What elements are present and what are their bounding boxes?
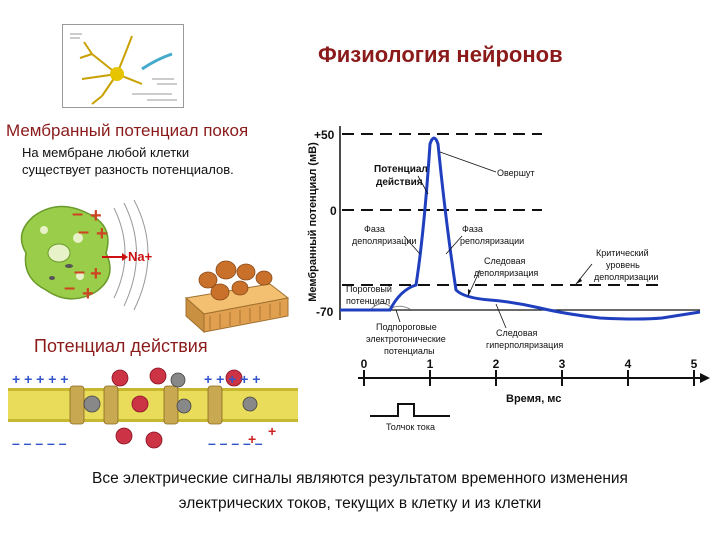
svg-text:+: + [268, 423, 276, 439]
label-threshold-1: Пороговый [346, 284, 392, 294]
x-axis-label: Время, мс [506, 393, 561, 405]
resting-text-line2: существует разность потенциалов. [22, 162, 234, 177]
stimulus-label: Толчок тока [386, 422, 435, 432]
y-tick-minus70: -70 [316, 305, 334, 319]
label-critical-2: уровень [606, 260, 640, 270]
x-tick-4: 4 [625, 357, 632, 371]
y-tick-plus50: +50 [314, 128, 335, 142]
label-subthreshold-2: электротонические [366, 334, 446, 344]
svg-text:–: – [72, 203, 83, 225]
resting-potential-title: Мембранный потенциал покоя [6, 121, 249, 140]
resting-text-line1: На мембране любой клетки [22, 145, 190, 160]
label-action-potential-2: действия [376, 177, 423, 188]
label-repol-phase-2: реполяризации [460, 236, 524, 246]
x-tick-0: 0 [361, 357, 368, 371]
label-depol-phase-2: деполяризации [352, 236, 416, 246]
svg-text:– – – – –: – – – – – [208, 435, 263, 451]
label-subthreshold-3: потенциалы [384, 346, 435, 356]
ion-channels-illustration: + + + + + + + + + + – – – – – – – – – – … [8, 367, 298, 451]
neuron-thumbnail [62, 24, 184, 108]
svg-text:+: + [90, 205, 102, 227]
svg-text:–: – [74, 261, 85, 283]
label-threshold-2: потенциал [346, 296, 390, 306]
action-potential-title: Потенциал действия [34, 336, 208, 356]
page-title: Физиология нейронов [318, 42, 563, 67]
x-tick-2: 2 [493, 357, 500, 371]
svg-text:–: – [64, 277, 75, 299]
footer-text: Все электрические сигналы являются резул… [20, 466, 700, 516]
action-potential-graph: Мембранный потенциал (мВ) +50 0 -70 Поте… [307, 126, 710, 432]
label-trace-depol-2: деполяризация [474, 268, 538, 278]
svg-text:– – – – –: – – – – – [12, 435, 67, 451]
x-tick-5: 5 [691, 357, 698, 371]
x-tick-3: 3 [559, 357, 566, 371]
x-tick-1: 1 [427, 357, 434, 371]
cell-illustration: –+ –+ –+ –+ [20, 199, 149, 310]
y-axis-label: Мембранный потенциал (мВ) [307, 142, 319, 302]
label-trace-hyper-1: Следовая [496, 328, 538, 338]
svg-text:–: – [78, 221, 89, 243]
label-depol-phase-1: Фаза [364, 224, 385, 234]
label-overshoot: Овершут [497, 168, 535, 178]
na-ion-label: Na+ [128, 249, 153, 264]
y-tick-zero: 0 [330, 204, 337, 218]
svg-text:+ + + + +: + + + + + [204, 371, 260, 387]
svg-text:+ + + + +: + + + + + [12, 371, 68, 387]
membrane-illustration [184, 260, 290, 334]
resting-potential-text: На мембране любой клетки существует разн… [22, 144, 282, 178]
footer-line1: Все электрические сигналы являются резул… [92, 470, 628, 487]
stimulus-pulse [370, 403, 450, 417]
label-action-potential-1: Потенциал [374, 164, 428, 175]
svg-text:+: + [96, 223, 108, 245]
label-subthreshold-1: Подпороговые [376, 322, 437, 332]
label-critical-3: деполяризации [594, 272, 658, 282]
svg-text:+: + [82, 283, 94, 305]
label-trace-hyper-2: гиперполяризация [486, 340, 563, 350]
svg-text:+: + [248, 431, 256, 447]
action-potential-curve [340, 136, 701, 321]
footer-line2: электрических токов, текущих в клетку и … [178, 495, 542, 512]
label-critical-1: Критический [596, 248, 649, 258]
svg-text:Na+: Na+ [128, 249, 153, 264]
label-repol-phase-1: Фаза [462, 224, 483, 234]
svg-text:+: + [90, 263, 102, 285]
label-trace-depol-1: Следовая [484, 256, 526, 266]
